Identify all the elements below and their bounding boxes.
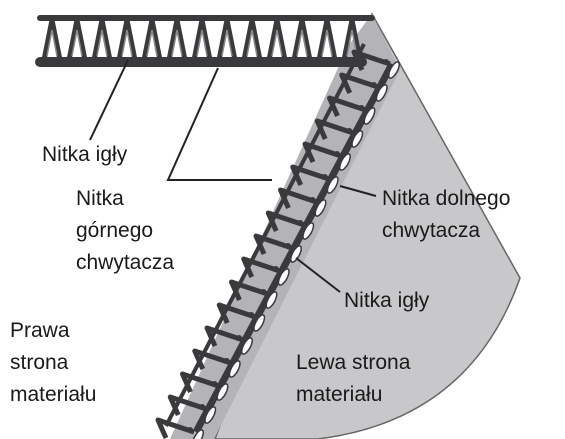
needle-stitch-white — [228, 360, 241, 378]
top-stitch-loop — [341, 17, 363, 61]
label-lower-looper-1: Nitka dolnego — [382, 187, 511, 210]
label-upper-looper-2: górnego — [76, 219, 154, 242]
needle-stitch-white — [351, 130, 364, 148]
needle-stitch-white — [290, 245, 302, 263]
label-needle-thread-top: Nitka igły — [42, 143, 128, 166]
top-stitch-loop — [166, 17, 188, 61]
diagonal-stitch-loop — [216, 302, 257, 325]
top-stitch-highlight — [296, 29, 308, 57]
diagonal-stitch-loop — [278, 187, 318, 210]
looper-knot — [346, 128, 353, 134]
diagonal-stitch-loop — [314, 118, 355, 141]
label-right-side-2: strona — [10, 351, 69, 374]
diagonal-stitch-loop — [155, 417, 195, 439]
leader-upper-looper — [166, 67, 272, 181]
needle-stitch-white — [277, 268, 290, 286]
top-stitch-loop — [116, 17, 138, 61]
diagonal-stitch-loop — [351, 49, 391, 72]
label-wrong-side-2: materiału — [296, 383, 383, 406]
diagonal-stitch-loop — [290, 164, 330, 187]
top-stitch-loop — [266, 17, 288, 61]
top-stitch-loop — [41, 17, 63, 61]
top-stitch-highlight — [71, 29, 83, 57]
top-stitch-highlight — [221, 29, 233, 57]
diagonal-stitch-loop — [192, 348, 232, 371]
needle-stitch-white — [326, 176, 339, 194]
leader-needle-thread-bottom — [295, 257, 341, 293]
top-stitch-highlight — [346, 29, 358, 57]
leader-needle-thread-top — [89, 59, 129, 141]
looper-knot — [297, 220, 304, 226]
top-stitch-highlight — [271, 29, 283, 57]
fabric-wrong-side — [214, 12, 521, 439]
top-stitch-loop — [66, 17, 88, 61]
looper-knot — [187, 427, 193, 433]
looper-knot — [199, 404, 206, 410]
looper-knot — [285, 243, 291, 249]
label-upper-looper-1: Nitka — [76, 187, 124, 210]
needle-stitch-white — [216, 383, 229, 401]
diagonal-stitch-loop — [180, 371, 220, 394]
needle-stitch-white — [265, 291, 278, 309]
top-stitch-loop — [216, 17, 238, 61]
top-stitch-highlight — [196, 29, 208, 57]
looper-knot — [236, 335, 242, 341]
diagonal-stitch-loop — [253, 233, 293, 256]
looper-knot — [309, 197, 316, 203]
needle-stitch-white — [339, 153, 351, 171]
needle-stitch-white — [253, 314, 266, 332]
top-stitch-highlight — [46, 29, 58, 57]
top-stitch-highlight — [321, 29, 333, 57]
looper-knot — [211, 381, 218, 387]
needle-stitch-white — [241, 337, 253, 355]
looper-knot — [223, 358, 230, 364]
needle-stitch-white — [375, 84, 388, 102]
looper-knot — [334, 151, 340, 157]
needle-stitch-white — [314, 199, 327, 217]
diagonal-stitch-loop — [265, 210, 306, 233]
leader-lower-looper — [339, 185, 377, 197]
label-wrong-side-1: Lewa strona — [296, 351, 411, 374]
diagonal-stitch-loop — [339, 72, 379, 95]
diagonal-stitch-loop — [229, 279, 269, 302]
looper-knot — [248, 312, 255, 318]
top-stitch-loop — [141, 17, 163, 61]
needle-stitch-white — [363, 107, 376, 125]
label-right-side-3: materiału — [10, 383, 97, 406]
top-stitch-loop — [241, 17, 263, 61]
top-seam-chain — [35, 15, 375, 67]
needle-stitch-white — [388, 61, 400, 79]
label-needle-thread-bottom: Nitka igły — [344, 289, 430, 312]
diagonal-stitch-loop — [167, 394, 208, 417]
label-right-side-1: Prawa — [10, 319, 70, 342]
diagonal-stitch-loop — [327, 95, 367, 118]
looper-knot — [321, 174, 328, 180]
top-stitch-highlight — [171, 29, 183, 57]
looper-knot — [272, 266, 279, 272]
diagonal-stitch-loop — [204, 325, 244, 348]
diagonal-chain-spine — [192, 62, 396, 434]
top-stitch-loop — [316, 17, 338, 61]
label-upper-looper-3: chwytacza — [76, 251, 175, 274]
top-stitch-highlight — [246, 29, 258, 57]
top-stitch-loop — [291, 17, 313, 61]
looper-knot — [383, 59, 389, 65]
diagonal-stitch-loop — [241, 256, 281, 279]
label-lower-looper-2: chwytacza — [382, 219, 481, 242]
needle-stitch-white — [302, 222, 315, 240]
needle-stitch-white — [204, 406, 217, 424]
diagonal-seam-chain — [155, 43, 400, 439]
top-stitch-highlight — [121, 29, 133, 57]
looper-knot — [358, 105, 365, 111]
needle-stitch-white — [192, 429, 204, 439]
looper-knot — [370, 82, 377, 88]
diagonal-stitch-loop — [302, 141, 342, 164]
top-stitch-loop — [191, 17, 213, 61]
looper-knot — [260, 289, 267, 295]
top-stitch-loop — [91, 17, 113, 61]
top-stitch-highlight — [96, 29, 108, 57]
top-stitch-highlight — [146, 29, 158, 57]
